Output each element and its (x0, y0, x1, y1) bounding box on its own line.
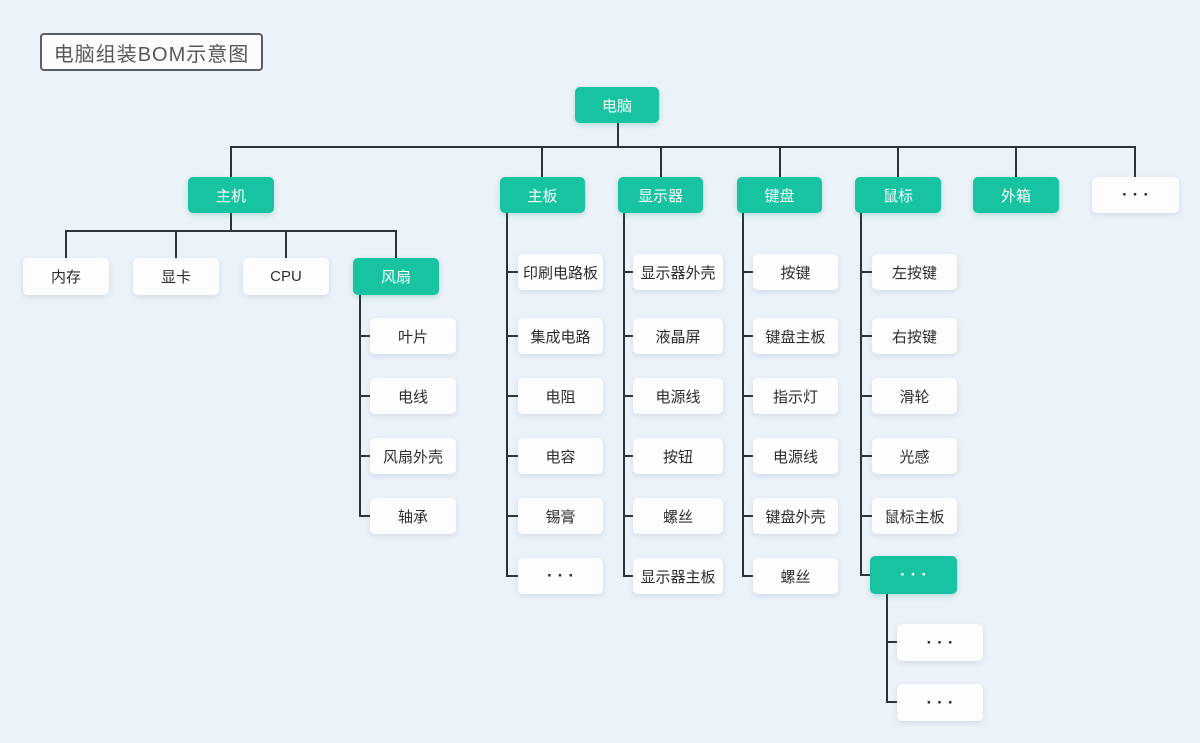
node-mouse-more-child-2[interactable]: ··· (897, 684, 983, 721)
connector-line (359, 455, 370, 457)
connector-line (230, 146, 1136, 148)
connector-line (395, 230, 397, 258)
connector-line (359, 395, 370, 397)
node-keyboard-board[interactable]: 键盘主板 (753, 318, 838, 354)
node-memory[interactable]: 内存 (23, 258, 109, 295)
connector-line (623, 515, 633, 517)
connector-line (65, 230, 67, 258)
node-resistor[interactable]: 电阻 (518, 378, 603, 414)
connector-line (1015, 146, 1017, 177)
connector-line (623, 335, 633, 337)
connector-line (886, 641, 898, 643)
node-keyboard-screw[interactable]: 螺丝 (753, 558, 838, 594)
node-fan-bearing[interactable]: 轴承 (370, 498, 456, 534)
connector-line (617, 123, 619, 147)
node-scroll-wheel[interactable]: 滑轮 (872, 378, 957, 414)
connector-line (506, 271, 518, 273)
node-outer-box[interactable]: 外箱 (973, 177, 1059, 213)
connector-line (230, 213, 232, 231)
connector-line (742, 213, 744, 576)
node-cpu[interactable]: CPU (243, 258, 329, 295)
connector-line (742, 395, 753, 397)
node-capacitor[interactable]: 电容 (518, 438, 603, 474)
connector-line (860, 271, 872, 273)
connector-line (1134, 146, 1136, 177)
connector-line (742, 455, 753, 457)
node-optical-sensor[interactable]: 光感 (872, 438, 957, 474)
connector-line (623, 455, 633, 457)
connector-line (742, 271, 753, 273)
connector-line (623, 575, 633, 577)
connector-line (886, 701, 898, 703)
node-right-button[interactable]: 右按键 (872, 318, 957, 354)
connector-line (860, 213, 862, 575)
node-main-unit[interactable]: 主机 (188, 177, 274, 213)
node-keycap[interactable]: 按键 (753, 254, 838, 290)
node-monitor-board[interactable]: 显示器主板 (633, 558, 723, 594)
node-lcd-screen[interactable]: 液晶屏 (633, 318, 723, 354)
node-indicator-light[interactable]: 指示灯 (753, 378, 838, 414)
node-graphics-card[interactable]: 显卡 (133, 258, 219, 295)
connector-line (230, 146, 232, 177)
node-left-button[interactable]: 左按键 (872, 254, 957, 290)
connector-line (860, 574, 870, 576)
connector-line (742, 335, 753, 337)
node-fan-blade[interactable]: 叶片 (370, 318, 456, 354)
node-computer[interactable]: 电脑 (575, 87, 659, 123)
connector-line (506, 335, 518, 337)
node-monitor[interactable]: 显示器 (618, 177, 703, 213)
connector-line (897, 146, 899, 177)
node-motherboard-more[interactable]: ··· (518, 558, 603, 594)
connector-line (860, 455, 872, 457)
node-fan-shell[interactable]: 风扇外壳 (370, 438, 456, 474)
node-keyboard-power-cord[interactable]: 电源线 (753, 438, 838, 474)
connector-line (860, 335, 872, 337)
node-motherboard[interactable]: 主板 (500, 177, 585, 213)
node-monitor-button[interactable]: 按钮 (633, 438, 723, 474)
connector-line (742, 515, 753, 517)
node-pcb[interactable]: 印刷电路板 (518, 254, 603, 290)
connector-line (359, 295, 361, 516)
connector-line (175, 230, 177, 258)
node-level2-more[interactable]: ··· (1092, 177, 1179, 213)
connector-line (541, 146, 543, 177)
connector-line (623, 395, 633, 397)
diagram-title[interactable]: 电脑组装BOM示意图 (40, 33, 263, 71)
connector-line (506, 515, 518, 517)
node-keyboard-shell[interactable]: 键盘外壳 (753, 498, 838, 534)
node-keyboard[interactable]: 键盘 (737, 177, 822, 213)
connector-line (623, 271, 633, 273)
node-solder-paste[interactable]: 锡膏 (518, 498, 603, 534)
connector-line (506, 395, 518, 397)
connector-line (623, 213, 625, 576)
connector-line (742, 575, 753, 577)
connector-line (359, 335, 370, 337)
node-monitor-screw[interactable]: 螺丝 (633, 498, 723, 534)
connector-line (285, 230, 287, 258)
node-fan-wire[interactable]: 电线 (370, 378, 456, 414)
node-mouse[interactable]: 鼠标 (855, 177, 941, 213)
connector-line (65, 230, 397, 232)
node-monitor-power-cord[interactable]: 电源线 (633, 378, 723, 414)
connector-line (779, 146, 781, 177)
connector-line (860, 395, 872, 397)
node-mouse-more-child-1[interactable]: ··· (897, 624, 983, 661)
node-integrated-circuit[interactable]: 集成电路 (518, 318, 603, 354)
node-fan[interactable]: 风扇 (353, 258, 439, 295)
connector-line (506, 213, 508, 576)
connector-line (860, 515, 872, 517)
node-mouse-more[interactable]: ··· (870, 556, 957, 594)
node-mouse-board[interactable]: 鼠标主板 (872, 498, 957, 534)
node-monitor-shell[interactable]: 显示器外壳 (633, 254, 723, 290)
connector-line (506, 455, 518, 457)
connector-line (359, 515, 370, 517)
connector-line (886, 594, 888, 703)
connector-line (660, 146, 662, 177)
connector-line (506, 575, 518, 577)
